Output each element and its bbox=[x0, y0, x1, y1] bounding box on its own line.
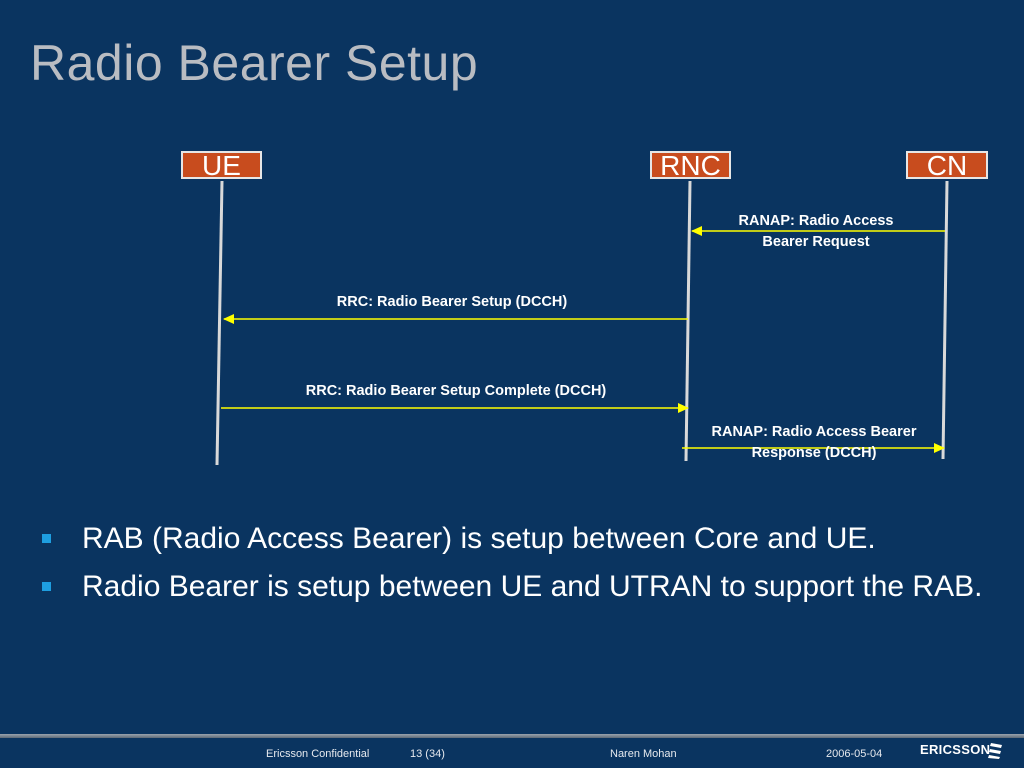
sequence-diagram: UE RNC CN RANAP: Radio Access Bearer Req… bbox=[181, 151, 988, 466]
label-ranap-rab-response-line2: Response (DCCH) bbox=[751, 445, 877, 461]
entity-rnc: RNC bbox=[650, 151, 731, 180]
label-ranap-rab-request-line2: Bearer Request bbox=[762, 234, 870, 250]
footer-author: Naren Mohan bbox=[610, 748, 677, 760]
entity-cn: CN bbox=[906, 151, 988, 180]
bullet-text: RAB (Radio Access Bearer) is setup betwe… bbox=[82, 522, 876, 555]
ericsson-logo-text: ERICSSON bbox=[920, 742, 991, 757]
label-ranap-rab-response-line1: RANAP: Radio Access Bearer bbox=[711, 424, 917, 440]
bullet-text: Radio Bearer is setup between UE and UTR… bbox=[82, 570, 983, 603]
bullet-list: RAB (Radio Access Bearer) is setup betwe… bbox=[40, 520, 1000, 616]
footer-confidential: Ericsson Confidential bbox=[266, 748, 370, 760]
sequence-diagram-lines bbox=[215, 180, 949, 466]
footer-divider bbox=[0, 734, 1024, 738]
label-rrc-rb-setup: RRC: Radio Bearer Setup (DCCH) bbox=[336, 294, 568, 310]
label-ranap-rab-request-line1: RANAP: Radio Access bbox=[738, 213, 894, 229]
label-ranap-rab-request: RANAP: Radio Access Bearer Request bbox=[700, 211, 932, 253]
ericsson-logo-icon bbox=[988, 743, 1002, 759]
entity-ue: UE bbox=[181, 151, 262, 180]
footer-page-number: 13 (34) bbox=[410, 748, 445, 760]
bullet-square-icon bbox=[42, 582, 51, 591]
bullet-square-icon bbox=[42, 534, 51, 543]
ue-lifeline bbox=[215, 180, 224, 466]
footer-date: 2006-05-04 bbox=[826, 748, 883, 760]
cn-lifeline bbox=[941, 180, 949, 460]
label-ranap-rab-response: RANAP: Radio Access Bearer Response (DCC… bbox=[684, 422, 944, 464]
label-rrc-rb-setup-complete: RRC: Radio Bearer Setup Complete (DCCH) bbox=[305, 383, 607, 399]
bullet-item: Radio Bearer is setup between UE and UTR… bbox=[40, 568, 1000, 606]
rnc-lifeline bbox=[684, 180, 692, 462]
slide-title: Radio Bearer Setup bbox=[30, 35, 479, 91]
bullet-item: RAB (Radio Access Bearer) is setup betwe… bbox=[40, 520, 1000, 558]
